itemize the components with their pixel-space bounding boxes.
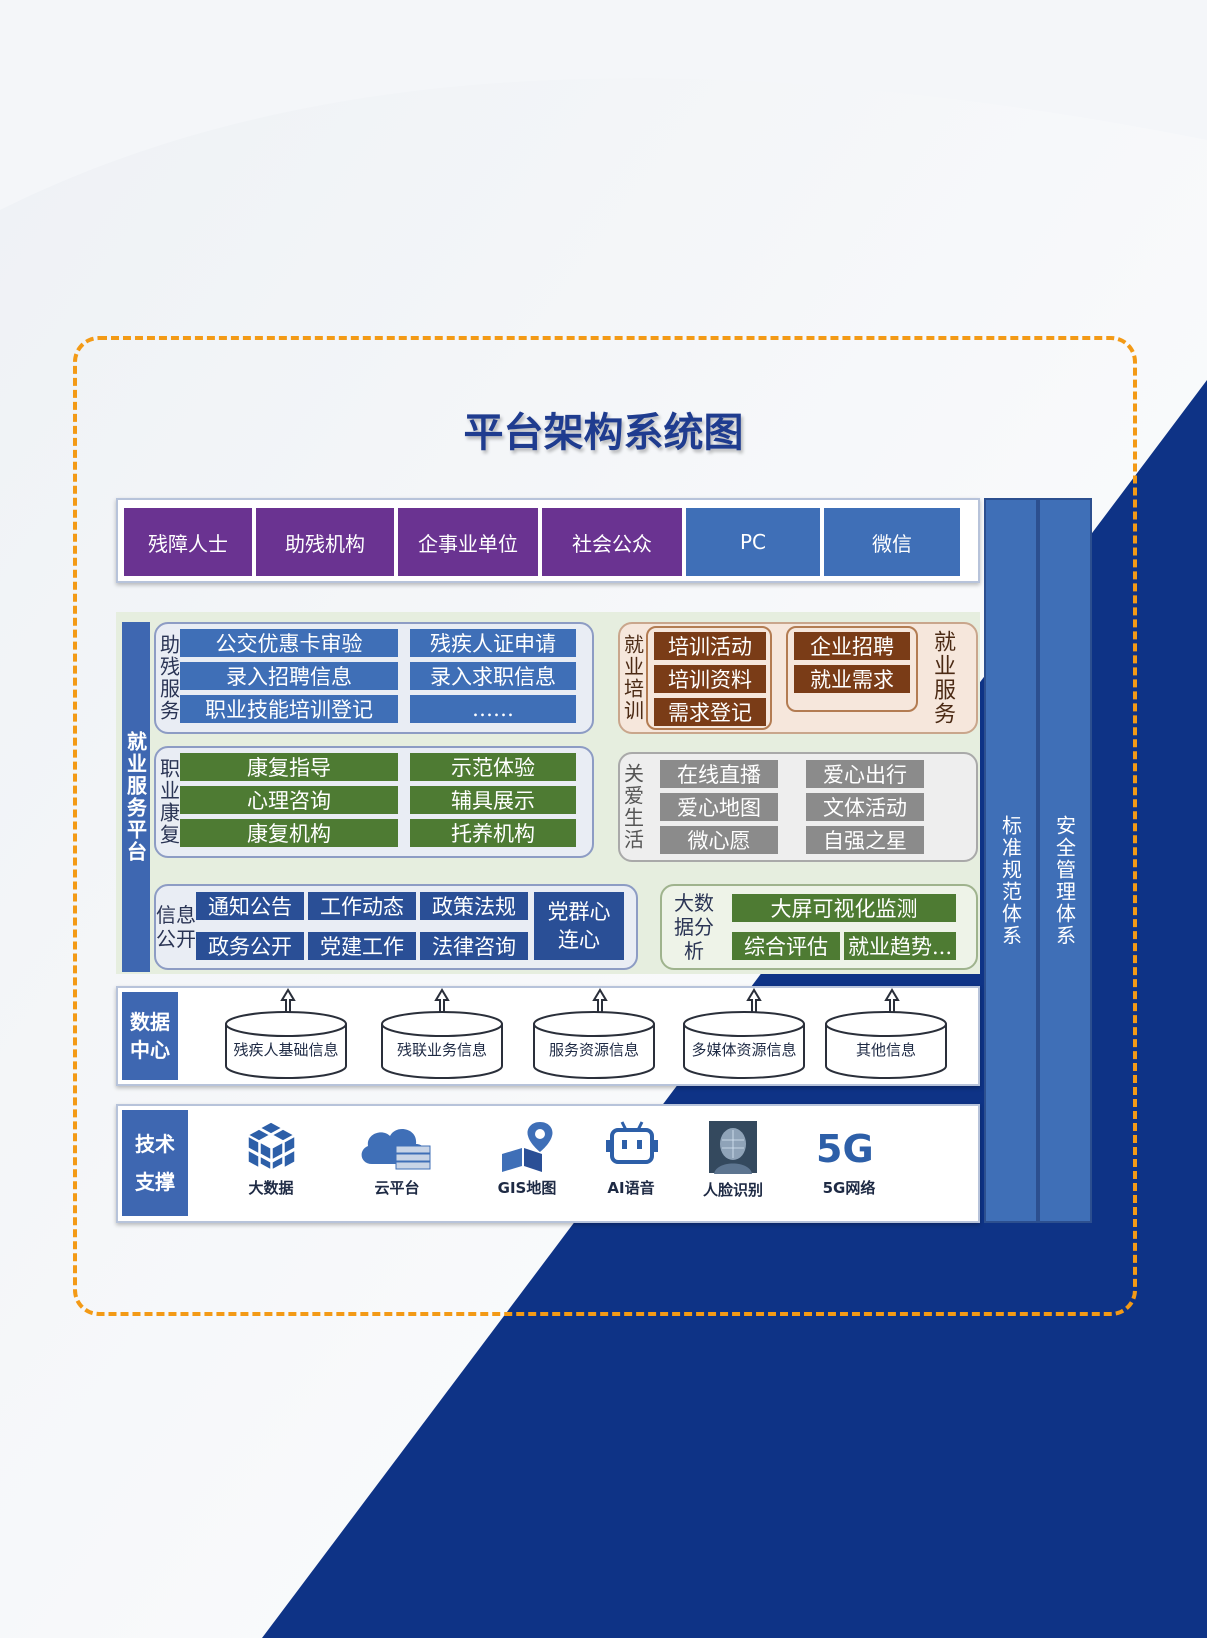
db-label: 残联业务信息 [396,1040,487,1059]
info-cell: 通知公告 [196,892,304,920]
standard-system-column: 标准规范体系 [984,498,1038,1223]
care-cell: 爱心出行 [806,760,924,788]
cloud-icon [361,1129,431,1170]
tech-item-label: GIS地图 [497,1178,557,1197]
employment-group: 就业培训 培训活动 培训资料 需求登记 企业招聘 就业需求 就业服务 [618,622,978,734]
care-cell: 微心愿 [660,826,778,854]
party-cell: 党群心连心 [534,892,624,960]
user-cell: 企事业单位 [398,508,538,576]
map-pin-icon [502,1122,553,1172]
rehab-cell: 辅具展示 [410,786,576,814]
info-cell: 党建工作 [308,932,416,960]
dashed-frame [73,336,1137,1316]
rehab-cell: 托养机构 [410,819,576,847]
info-group: 信息公开 通知公告 工作动态 政策法规 政务公开 党建工作 法律咨询 党群心连心 [154,884,638,970]
group-label: 信息公开 [156,903,196,951]
employment-cell: 就业需求 [794,665,910,693]
care-cell: 自强之星 [806,826,924,854]
info-cell: 政务公开 [196,932,304,960]
care-group: 关爱生活 在线直播 爱心地图 微心愿 爱心出行 文体活动 自强之星 [618,752,978,862]
cylinder [225,1011,347,1079]
group-label: 就业服务 [930,630,955,726]
bigdata-group: 大数据分析 大屏可视化监测 综合评估 就业趋势... [660,884,978,970]
group-label: 就业培训 [620,634,645,722]
tech-item-label: 云平台 [374,1178,420,1197]
tech-support-row: 技术支撑 大数据 云平台 [116,1104,980,1223]
service-cell: 录入求职信息 [410,662,576,690]
bigdata-cell: 综合评估 [732,932,840,960]
employment-box: 企业招聘 就业需求 [786,626,918,712]
rehab-cell: 康复机构 [180,819,398,847]
cylinder [533,1011,655,1079]
employment-cell: 企业招聘 [794,632,910,660]
cylinder [381,1011,503,1079]
service-cell: …… [410,695,576,723]
svg-text:5G: 5G [816,1127,874,1168]
service-cell: 残疾人证申请 [410,629,576,657]
service-cell: 公交优惠卡审验 [180,629,398,657]
db-label: 多媒体资源信息 [691,1040,797,1059]
cube-grid-icon [246,1121,296,1172]
bigdata-cell: 就业趋势... [844,932,956,960]
rehab-cell: 示范体验 [410,753,576,781]
channel-pc: PC [686,508,820,576]
rehab-cell: 心理咨询 [180,786,398,814]
service-cell: 职业技能培训登记 [180,695,398,723]
db-label: 其他信息 [855,1040,916,1059]
bigdata-cell: 大屏可视化监测 [732,894,956,922]
face-scan-icon [709,1121,757,1174]
group-label: 关爱生活 [620,763,645,851]
info-cell: 法律咨询 [420,932,528,960]
care-cell: 在线直播 [660,760,778,788]
tech-item-label: AI语音 [607,1178,655,1197]
platform-label: 就业服务平台 [122,622,150,972]
info-cell: 政策法规 [420,892,528,920]
cylinder [825,1011,947,1079]
training-cell: 培训资料 [654,665,766,693]
db-label: 残疾人基础信息 [233,1040,339,1059]
tech-label: 技术支撑 [122,1110,188,1216]
page-title: 平台架构系统图 [463,410,744,456]
training-box: 培训活动 培训资料 需求登记 [646,626,772,730]
rehab-group: 职业康复 康复指导 心理咨询 康复机构 示范体验 辅具展示 托养机构 [154,746,594,858]
robot-icon [606,1121,658,1164]
db-label: 服务资源信息 [548,1040,639,1059]
training-cell: 培训活动 [654,632,766,660]
group-label: 大数据分析 [674,891,714,963]
info-cell: 工作动态 [308,892,416,920]
cylinder [683,1011,805,1079]
data-center-label: 数据中心 [122,992,178,1080]
rehab-cell: 康复指导 [180,753,398,781]
data-center-row: 数据中心 [116,986,980,1086]
user-cell: 社会公众 [542,508,682,576]
architecture-diagram: 残障人士 助残机构 企事业单位 社会公众 PC 微信 就业服务平台 助残服务 公… [116,498,1095,1225]
care-cell: 爱心地图 [660,793,778,821]
tech-item-label: 大数据 [248,1178,294,1197]
assist-service-group: 助残服务 公交优惠卡审验 录入招聘信息 职业技能培训登记 残疾人证申请 录入求职… [154,622,594,734]
group-label: 助残服务 [156,634,181,722]
training-cell: 需求登记 [654,698,766,726]
group-label: 职业康复 [156,758,181,846]
user-row: 残障人士 助残机构 企事业单位 社会公众 PC 微信 [116,498,980,583]
tech-item-label: 人脸识别 [702,1180,763,1199]
user-cell: 助残机构 [256,508,394,576]
service-cell: 录入招聘信息 [180,662,398,690]
channel-wechat: 微信 [824,508,960,576]
tech-item-label: 5G网络 [822,1178,876,1197]
five-g-icon: 5G [816,1127,874,1168]
care-cell: 文体活动 [806,793,924,821]
database-cylinders [225,988,947,1079]
security-system-column: 安全管理体系 [1038,498,1092,1223]
user-cell: 残障人士 [124,508,252,576]
